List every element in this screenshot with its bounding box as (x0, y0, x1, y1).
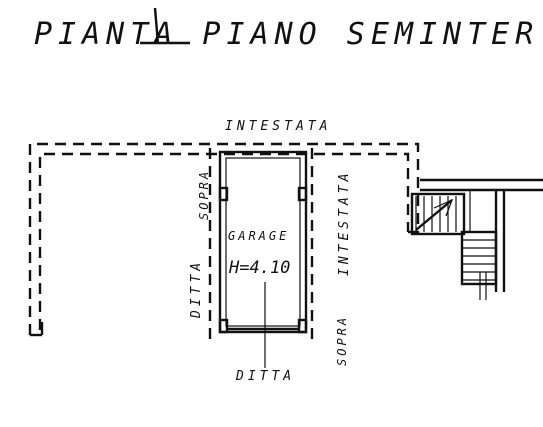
property-boundary-inner (38, 152, 410, 330)
label-right-above: SOPRA (335, 315, 349, 366)
wall-jamb (218, 318, 229, 334)
garage-walls-inner (225, 157, 301, 327)
wall-jamb (218, 186, 229, 202)
label-room-name: GARAGE (228, 229, 289, 243)
stair-treads-lower (462, 190, 496, 300)
label-bottom-owner: DITTA (235, 369, 295, 384)
garage-walls (218, 150, 308, 334)
stair-landing (410, 192, 466, 236)
label-room-height: H=4.10 (228, 258, 290, 278)
stair-flight (460, 230, 498, 286)
stair-treads-upper (415, 196, 457, 232)
plan-title: PIANTA PIANO SEMINTER (34, 17, 539, 52)
title-tick (153, 7, 160, 45)
label-left-owner: DITTA (189, 259, 204, 319)
wall-jamb (297, 318, 308, 334)
label-right-owner: INTESTATA (337, 170, 352, 276)
label-left-above: SOPRA (197, 169, 211, 220)
label-top-owner: INTESTATA (225, 119, 331, 134)
wall-jamb (297, 186, 308, 202)
property-boundary (28, 142, 420, 335)
